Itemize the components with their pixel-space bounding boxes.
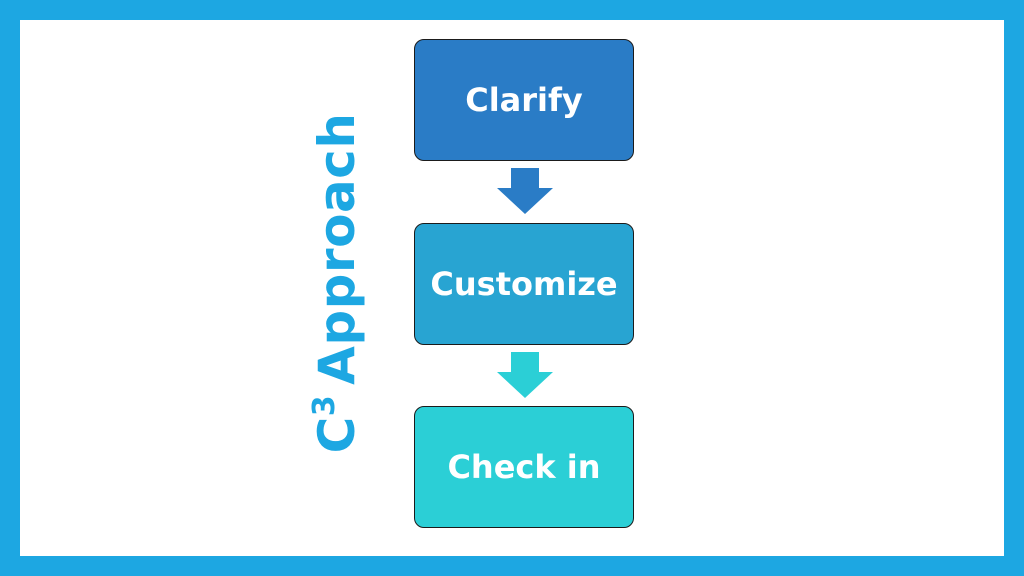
step-customize: Customize [414, 223, 634, 345]
step-label-customize: Customize [430, 265, 618, 303]
step-label-check-in: Check in [447, 448, 601, 486]
title-text: Approach [308, 112, 366, 385]
down-arrow-2 [497, 352, 553, 398]
step-clarify: Clarify [414, 39, 634, 161]
down-arrow-1 [497, 168, 553, 214]
vertical-title: C3 Approach [307, 113, 366, 454]
step-check-in: Check in [414, 406, 634, 528]
step-label-clarify: Clarify [465, 81, 583, 119]
title-superscript: 3 [307, 394, 342, 417]
title-base: C [308, 416, 366, 454]
